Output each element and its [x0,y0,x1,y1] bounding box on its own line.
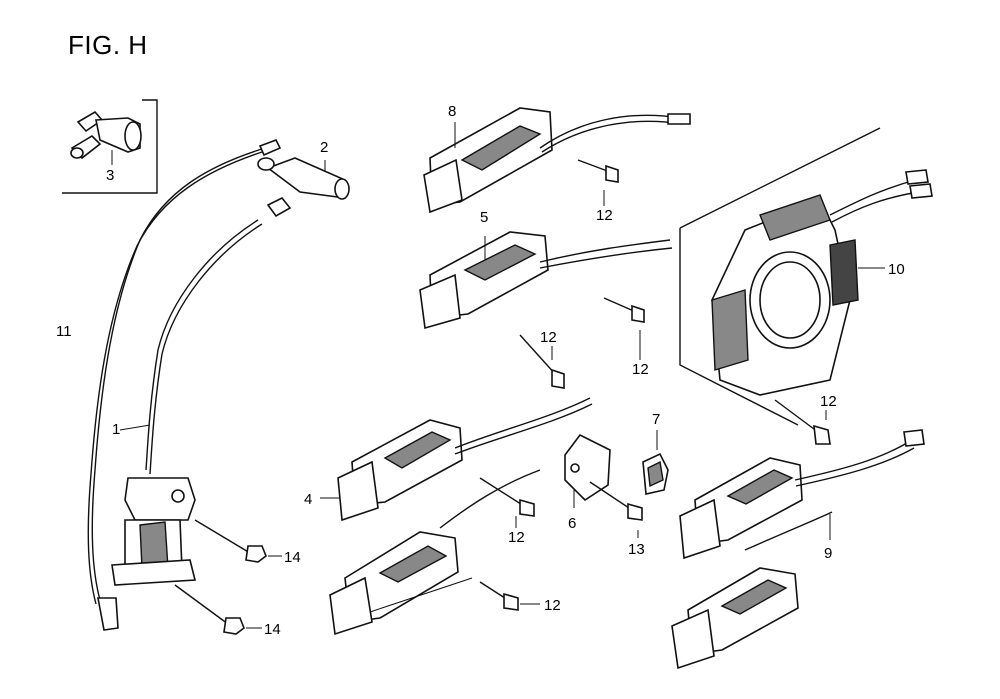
callout-7: 7 [652,411,660,428]
callout-9: 9 [824,545,832,562]
part-6-bracket [564,433,611,508]
part-12-bolts-lower [479,477,540,611]
part-4-coils [320,397,593,636]
callout-10: 10 [888,261,905,278]
callout-3: 3 [106,167,114,184]
callout-12a: 12 [596,207,613,224]
part-7-block [642,430,669,495]
part-8-coil [423,107,691,214]
callout-12b: 12 [540,329,557,346]
callout-12c: 12 [632,361,649,378]
part-3-inset [62,99,158,194]
callout-1: 1 [112,421,120,438]
part-2-plug-cap [257,157,350,218]
part-9-coils [671,429,925,670]
figure-title: FIG. H [68,30,148,60]
part-11-wire [87,138,282,631]
part-1-ignition-coil [111,219,263,586]
callout-8: 8 [448,103,456,120]
part-5-coil [419,231,673,330]
callout-11: 11 [56,323,72,340]
part-10-stator [679,127,933,445]
callout-12f: 12 [544,597,561,614]
part-14-bolts [174,519,282,635]
callout-12d: 12 [820,393,837,410]
plug-cap-illustration [70,110,142,160]
callout-12e: 12 [508,529,525,546]
callout-5: 5 [480,209,488,226]
callout-4: 4 [304,491,312,508]
callout-6: 6 [568,515,576,532]
part-12-bolts-upper [519,159,645,389]
part-13-screw [589,481,643,538]
callout-labels: 3 2 11 1 14 14 8 12 5 12 12 10 12 7 4 12… [56,103,905,638]
callout-14a: 14 [284,549,301,566]
callout-13: 13 [628,541,645,558]
callout-2: 2 [320,139,328,156]
callout-14b: 14 [264,621,281,638]
